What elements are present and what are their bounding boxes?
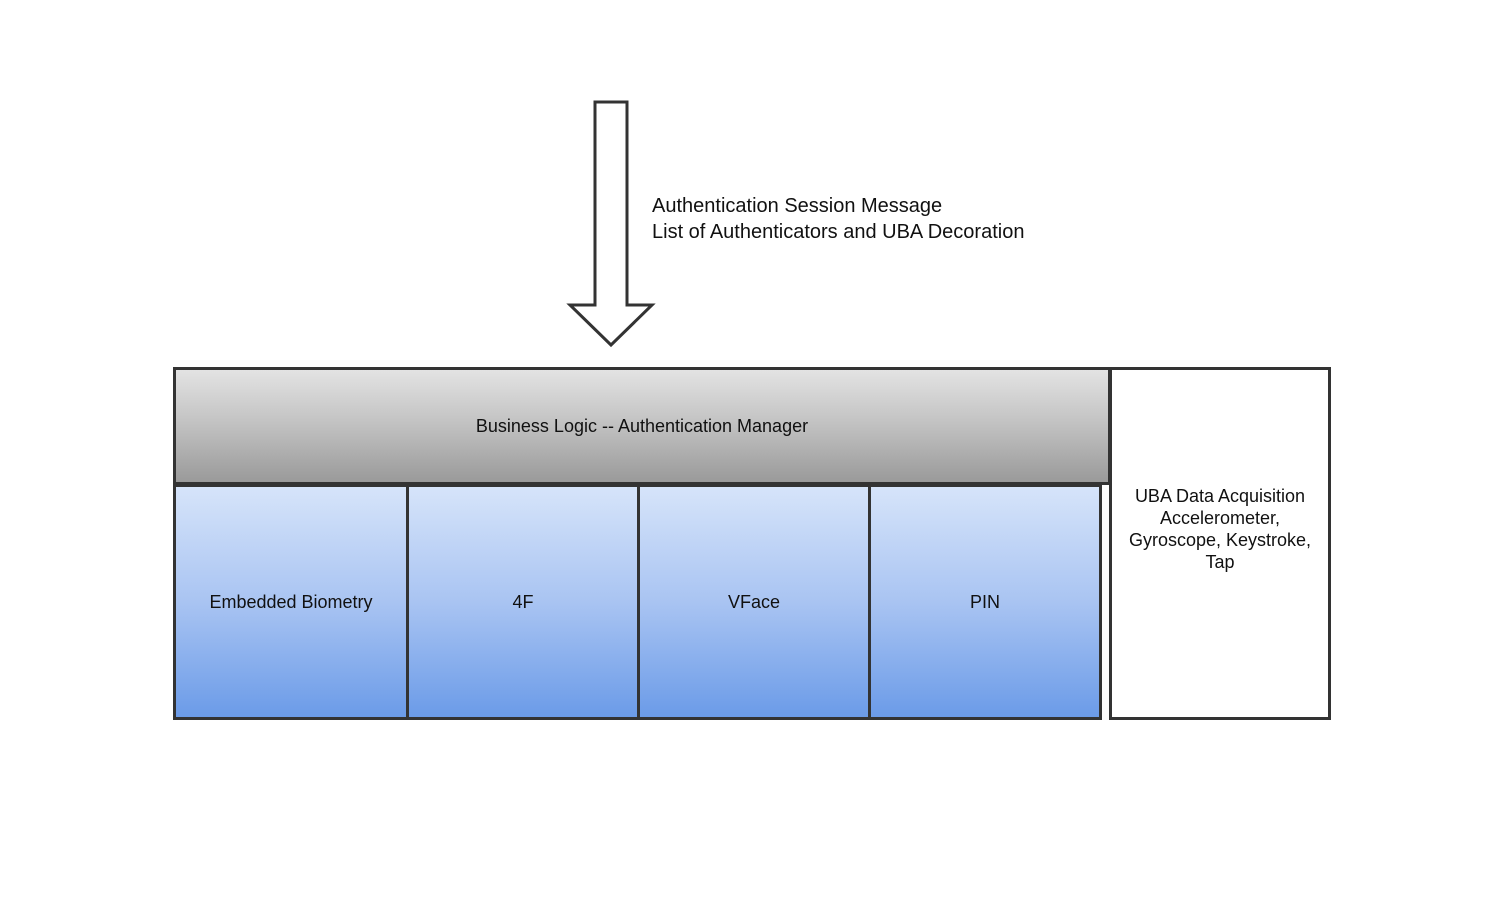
- caption-line-1: Authentication Session Message: [652, 195, 943, 217]
- down-arrow-icon: [566, 100, 656, 348]
- caption-line-2: List of Authenticators and UBA Decoratio…: [652, 221, 1025, 243]
- module-label: VFace: [727, 591, 781, 612]
- authentication-manager-box: Business Logic -- Authentication Manager: [173, 367, 1111, 485]
- arrow-caption: Authentication Session Message List of A…: [652, 193, 1024, 245]
- module-embedded-biometry: Embedded Biometry: [173, 484, 409, 720]
- module-4f: 4F: [406, 484, 640, 720]
- module-vface: VFace: [637, 484, 871, 720]
- module-label: 4F: [512, 591, 534, 612]
- uba-label: UBA Data Acquisition Accelerometer, Gyro…: [1128, 485, 1312, 572]
- uba-data-acquisition-box: UBA Data Acquisition Accelerometer, Gyro…: [1109, 367, 1331, 720]
- module-pin: PIN: [868, 484, 1102, 720]
- authenticator-stack: Business Logic -- Authentication Manager…: [173, 367, 1111, 720]
- authenticator-modules: Embedded Biometry 4F VFace PIN: [173, 484, 1111, 720]
- module-label: Embedded Biometry: [209, 591, 373, 612]
- module-label: PIN: [969, 591, 1000, 612]
- authentication-manager-label: Business Logic -- Authentication Manager: [475, 415, 809, 436]
